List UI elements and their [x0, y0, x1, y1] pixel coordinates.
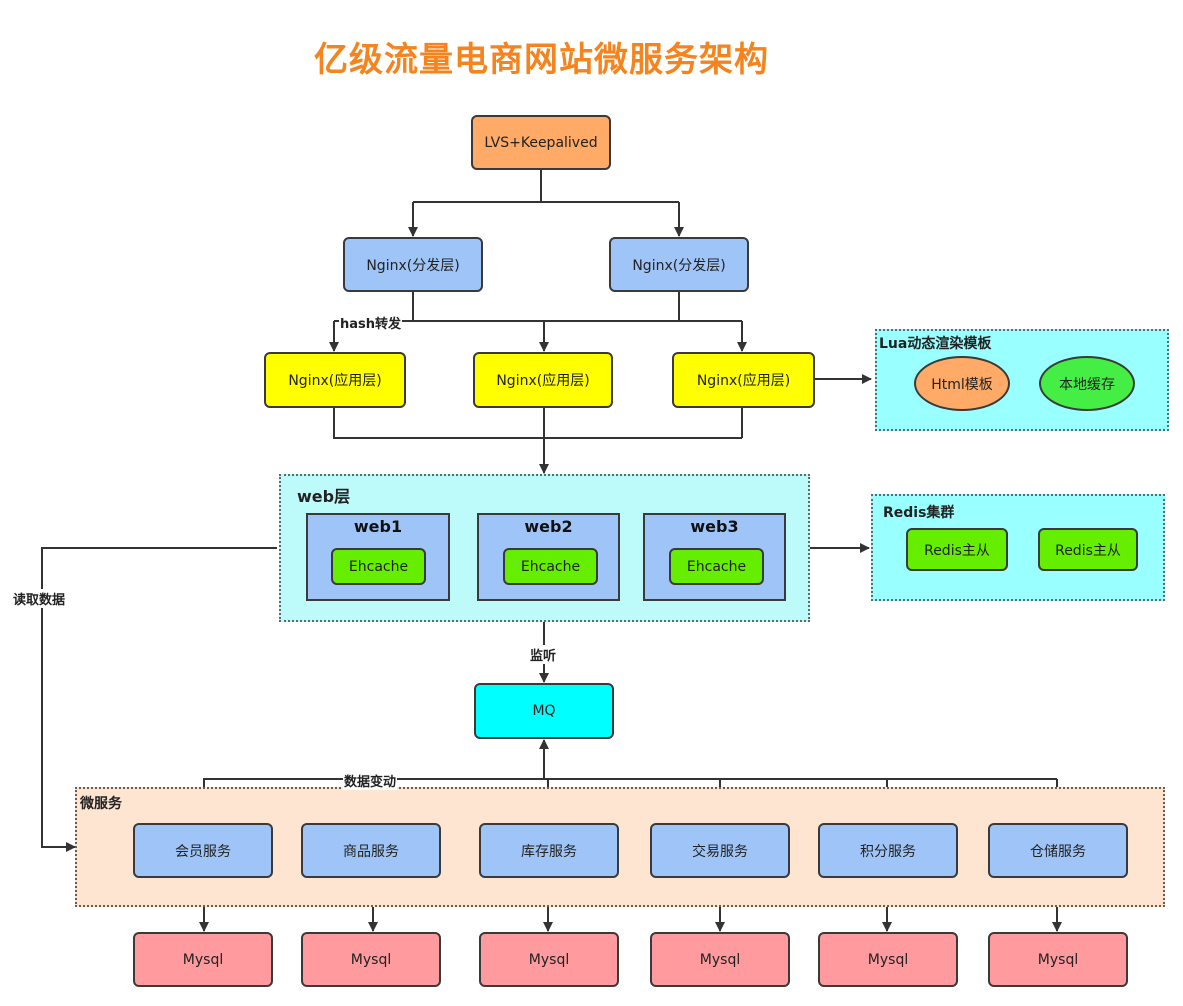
edge-read-data [41, 547, 277, 852]
microservice-group-label: 微服务 [80, 796, 122, 812]
lvs-keepalived-node: LVS+Keepalived [471, 115, 611, 170]
redis-node-1: Redis主从 [906, 528, 1008, 571]
mysql-node-3: Mysql [479, 932, 619, 987]
redis-cluster-group: Redis集群 Redis主从 Redis主从 [871, 494, 1165, 601]
trade-service-node: 交易服务 [650, 823, 790, 878]
html-template-node: Html模板 [914, 356, 1010, 411]
mysql-node-6: Mysql [988, 932, 1128, 987]
edge-lvs-split [413, 170, 679, 203]
data-change-label: 数据变动 [343, 771, 398, 790]
edge-app-merge [333, 408, 743, 439]
nginx-app-node-2: Nginx(应用层) [473, 352, 613, 408]
member-service-node: 会员服务 [133, 823, 273, 878]
product-service-node: 商品服务 [301, 823, 441, 878]
ehcache-node-1: Ehcache [331, 548, 426, 585]
points-service-node: 积分服务 [818, 823, 958, 878]
ehcache-node-3: Ehcache [669, 548, 764, 585]
mq-node: MQ [474, 683, 614, 739]
mysql-node-4: Mysql [650, 932, 790, 987]
web-node-1-title: web1 [353, 517, 403, 536]
local-cache-node: 本地缓存 [1039, 356, 1135, 411]
hash-forward-label: hash转发 [339, 313, 403, 332]
web-layer-label: web层 [297, 487, 351, 506]
warehouse-service-node: 仓储服务 [988, 823, 1128, 878]
nginx-dispatch-node-2: Nginx(分发层) [609, 237, 749, 292]
web-layer-group: web层 web1 Ehcache web2 Ehcache web3 Ehca… [279, 474, 810, 622]
diagram-title: 亿级流量电商网站微服务架构 [314, 40, 769, 80]
web-node-3-title: web3 [690, 517, 739, 536]
listen-label: 监听 [529, 645, 558, 664]
web-node-1: web1 Ehcache [306, 513, 450, 601]
nginx-app-node-3: Nginx(应用层) [672, 352, 815, 408]
mysql-node-1: Mysql [133, 932, 273, 987]
lua-group-label: Lua动态渲染模板 [879, 336, 992, 352]
inventory-service-node: 库存服务 [479, 823, 619, 878]
read-data-label: 读取数据 [12, 589, 67, 608]
redis-node-2: Redis主从 [1038, 528, 1138, 571]
web-node-3: web3 Ehcache [643, 513, 786, 601]
web-node-2-title: web2 [524, 517, 573, 536]
nginx-app-node-1: Nginx(应用层) [264, 352, 406, 408]
nginx-dispatch-node-1: Nginx(分发层) [343, 237, 483, 292]
ehcache-node-2: Ehcache [503, 548, 598, 585]
mysql-node-5: Mysql [818, 932, 958, 987]
redis-group-label: Redis集群 [883, 505, 955, 521]
mysql-node-2: Mysql [301, 932, 441, 987]
web-node-2: web2 Ehcache [477, 513, 620, 601]
lua-render-group: Lua动态渲染模板 Html模板 本地缓存 [875, 329, 1169, 431]
